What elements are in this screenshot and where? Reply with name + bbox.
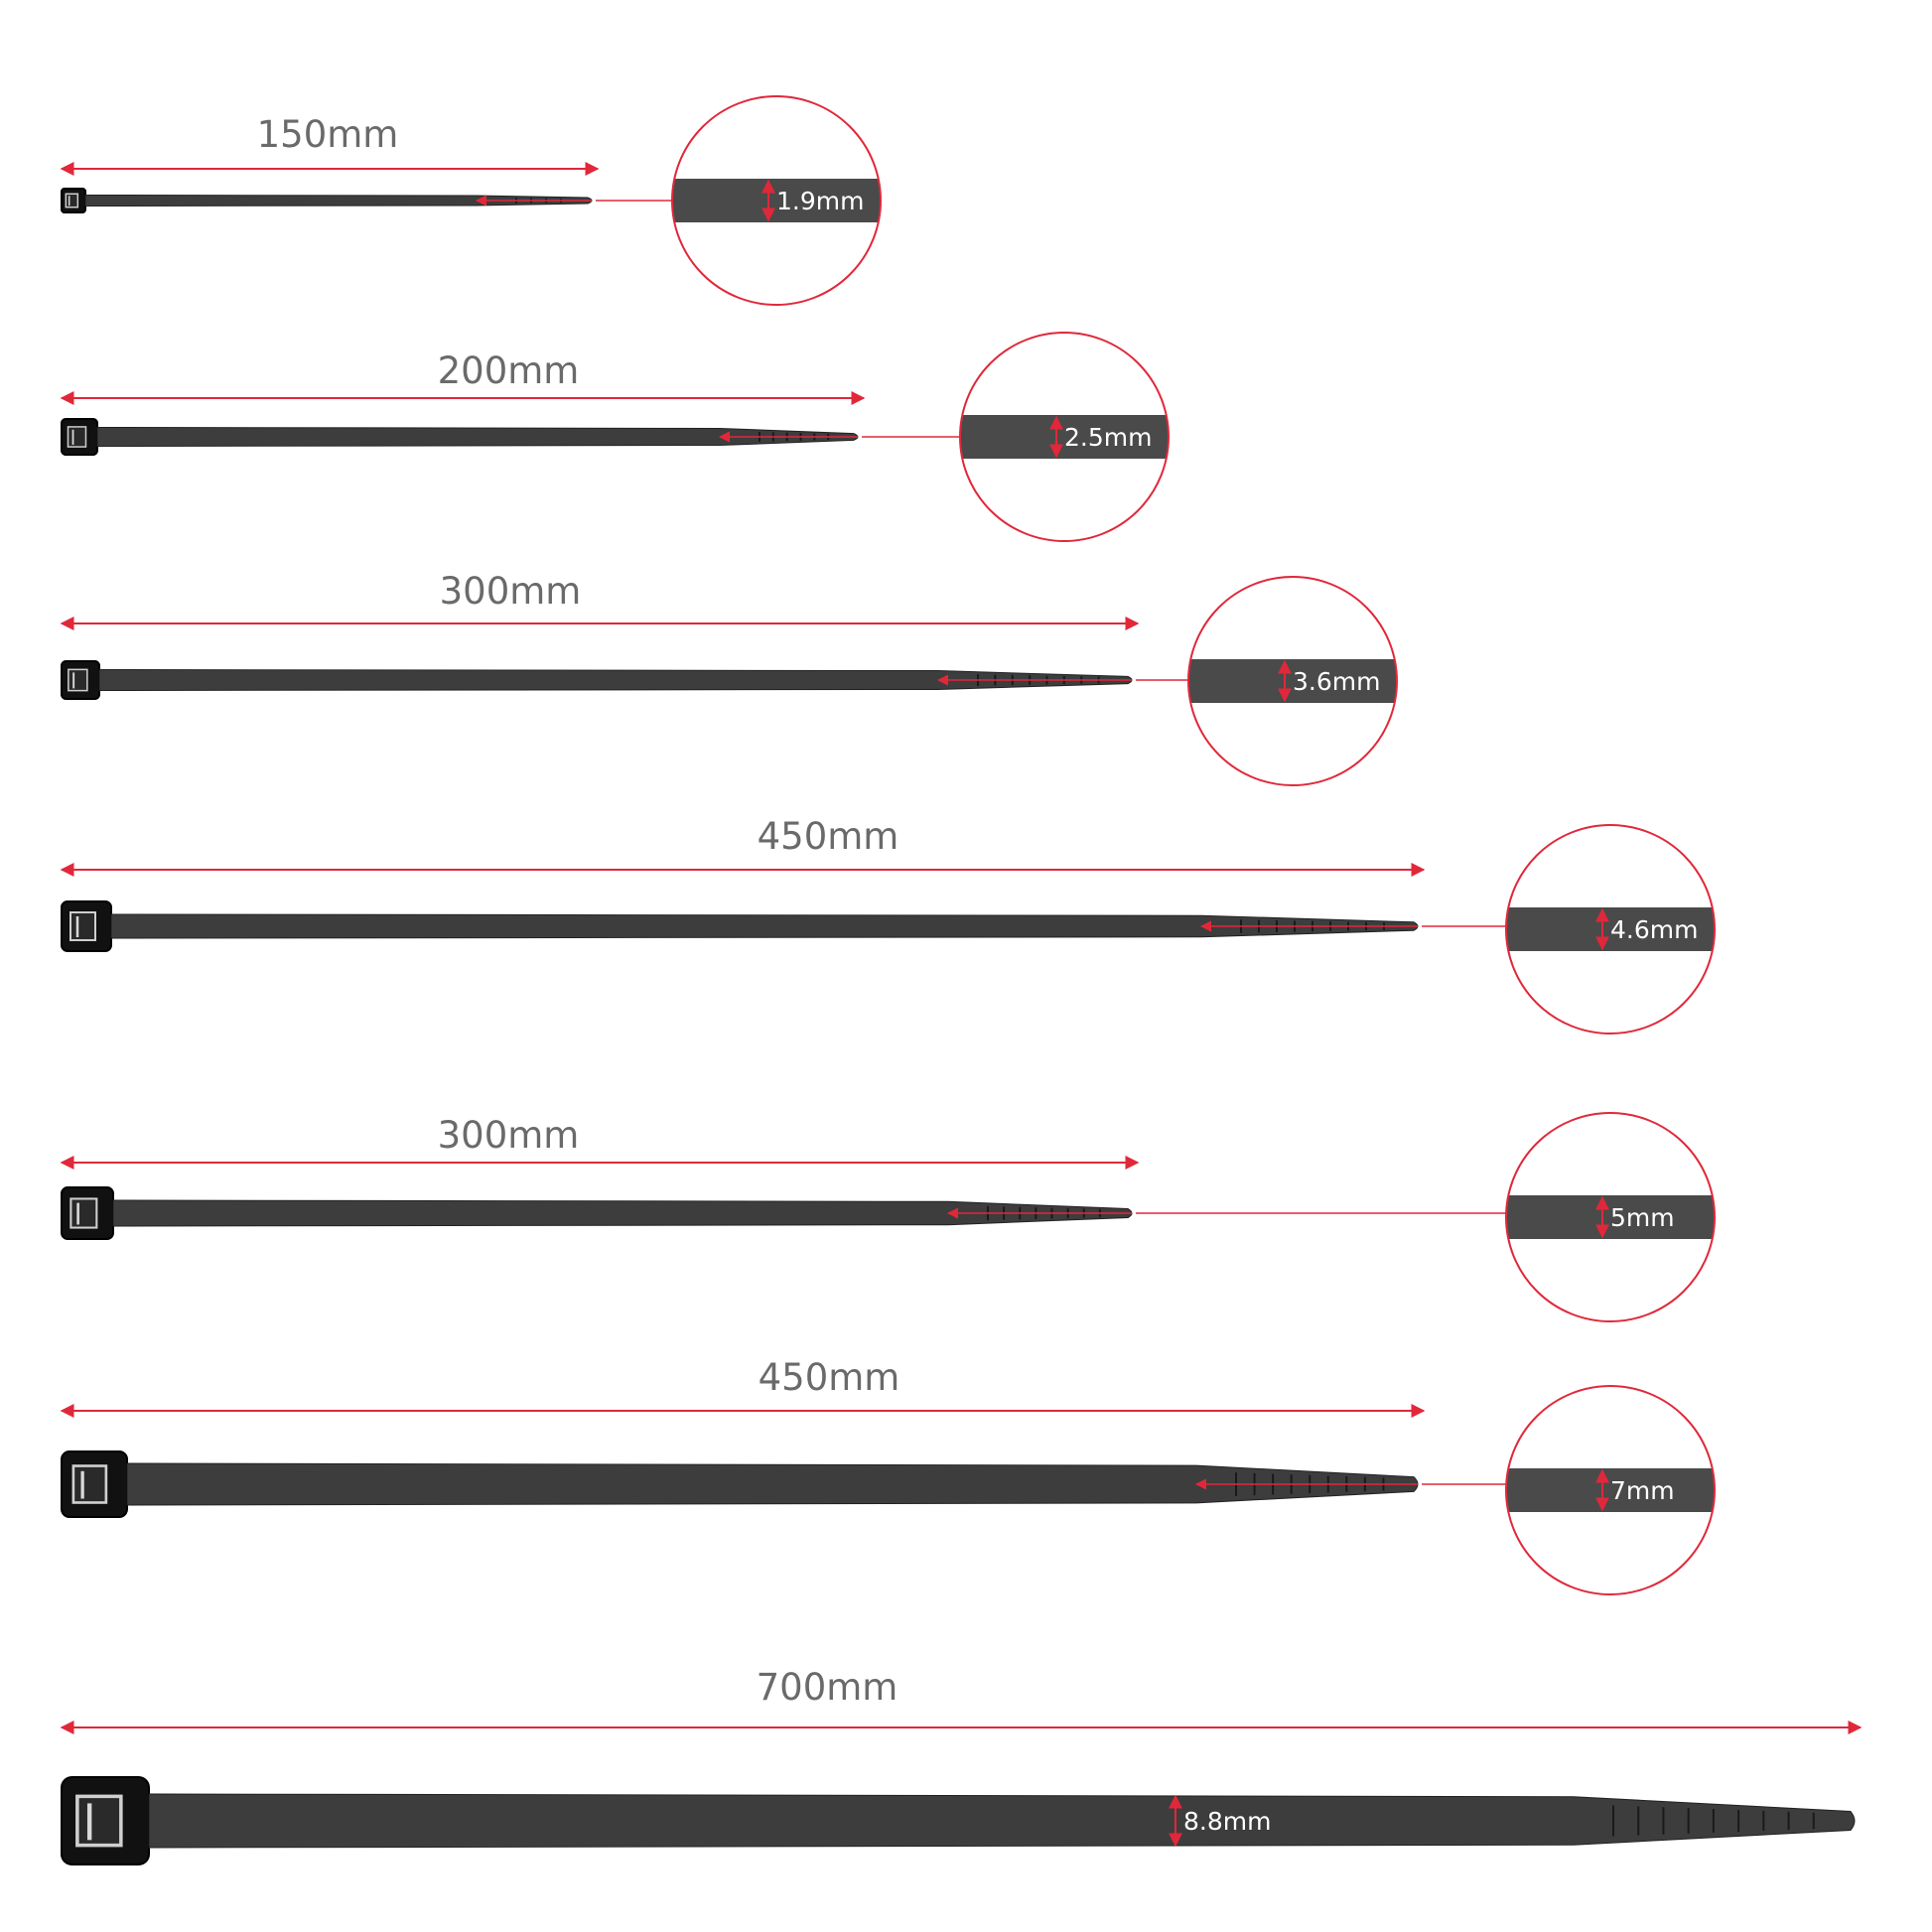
- tie-head-slot: [69, 1197, 98, 1229]
- length-label: 300mm: [438, 1114, 580, 1157]
- width-label: 1.9mm: [776, 187, 864, 215]
- zoom-circle: [1505, 824, 1716, 1035]
- cable-tie-4: 450mm 4.6mm: [60, 815, 1716, 1035]
- cable-tie-6: 450mm 7mm: [60, 1356, 1716, 1595]
- zoom-circle: [671, 95, 882, 306]
- length-label: 200mm: [438, 349, 580, 392]
- width-label: 5mm: [1610, 1203, 1675, 1232]
- zoom-circle: [959, 332, 1170, 542]
- tie-strap: [126, 1462, 1419, 1506]
- cable-tie-2: 200mm 2.5mm: [60, 332, 1170, 542]
- tie-strap: [148, 1793, 1856, 1849]
- tie-head-slot: [68, 668, 88, 692]
- width-label: 7mm: [1610, 1476, 1675, 1505]
- tie-head-slot: [71, 1464, 108, 1504]
- tie-head-slot: [75, 1794, 123, 1848]
- zoom-circle: [1187, 576, 1398, 786]
- cable-tie-5: 300mm 5mm: [60, 1112, 1716, 1322]
- width-label: 4.6mm: [1610, 915, 1698, 944]
- length-label: 700mm: [757, 1666, 898, 1709]
- length-label: 300mm: [440, 570, 582, 613]
- length-label: 150mm: [257, 113, 399, 156]
- zoom-strap-section: [672, 179, 881, 222]
- cable-tie-7: 700mm 8.8mm: [60, 1666, 1863, 1865]
- tie-head-slot: [67, 426, 87, 448]
- tie-head-slot: [65, 193, 79, 208]
- zoom-strap-section: [960, 415, 1169, 459]
- cable-tie-1: 150mm 1.9mm: [60, 95, 882, 306]
- cable-tie-3: 300mm 3.6mm: [60, 570, 1398, 786]
- zoom-strap-section: [1506, 1195, 1715, 1239]
- width-label: 8.8mm: [1183, 1807, 1271, 1836]
- length-label: 450mm: [758, 815, 899, 858]
- zoom-strap-section: [1188, 659, 1397, 703]
- zoom-strap-section: [1506, 907, 1715, 951]
- zoom-strap-section: [1506, 1468, 1715, 1512]
- length-label: 450mm: [759, 1356, 900, 1399]
- zoom-circle: [1505, 1112, 1716, 1322]
- width-label: 3.6mm: [1293, 667, 1380, 696]
- zoom-circle: [1505, 1385, 1716, 1595]
- tie-head-slot: [69, 911, 96, 941]
- width-label: 2.5mm: [1064, 423, 1152, 452]
